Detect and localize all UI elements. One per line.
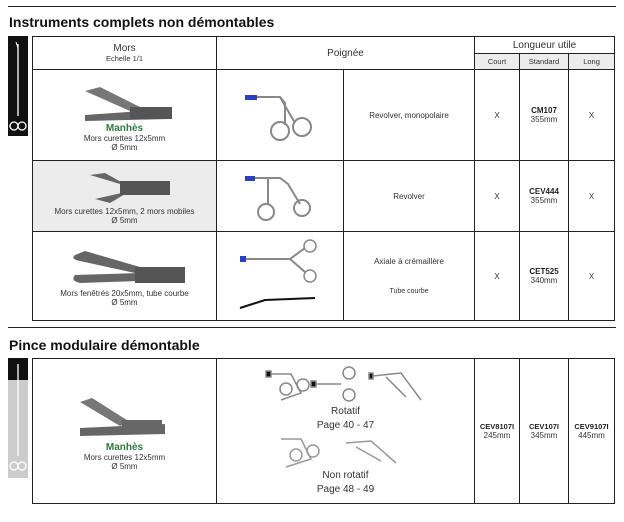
rotatif-label: Rotatif: [331, 406, 360, 417]
handle-image-cell: [216, 231, 344, 321]
non-rotatif-label: Non rotatif: [322, 470, 369, 481]
jaw-image: [84, 86, 172, 121]
court-value: X: [474, 160, 521, 232]
long-value: X: [568, 160, 616, 232]
rotatif-handles-image: [264, 366, 422, 402]
header-court: Court: [474, 53, 521, 70]
handles-cell: Rotatif Page 40 - 47 Non rotatif Page 48…: [216, 358, 475, 504]
header-poignee: Poignée: [215, 36, 476, 70]
court-value: X: [474, 69, 521, 161]
jaw-image: [79, 397, 165, 436]
section-rule: [8, 327, 616, 328]
jaw-image: [89, 173, 170, 203]
non-rotatif-handles-image: [280, 438, 396, 468]
top-rule: [8, 6, 616, 7]
axial-handle-image: [239, 239, 317, 309]
non-rotatif-page-link[interactable]: Page 48 - 49: [316, 484, 375, 495]
revolver-handle-image: [245, 95, 312, 141]
handle-type: Revolver: [342, 160, 476, 232]
handle-image-cell: [216, 160, 344, 232]
header-longueur: Longueur utile: [474, 36, 616, 54]
scissors-icon: [8, 36, 28, 136]
jaw-image: [72, 251, 185, 283]
section-title: Pince modulaire démontable: [9, 337, 200, 353]
long-value: X: [568, 69, 616, 161]
revolver-handle-image: [245, 176, 311, 221]
header-long: Long: [568, 53, 616, 70]
section-title: Instruments complets non démontables: [9, 14, 275, 30]
scissors-icon: [8, 358, 28, 478]
header-standard: Standard: [519, 53, 570, 70]
long-value: X: [568, 231, 616, 321]
handle-type: Revolver, monopolaire: [342, 69, 476, 161]
handle-image-cell: [216, 69, 344, 161]
court-value: X: [474, 231, 521, 321]
rotatif-page-link[interactable]: Page 40 - 47: [316, 420, 375, 431]
